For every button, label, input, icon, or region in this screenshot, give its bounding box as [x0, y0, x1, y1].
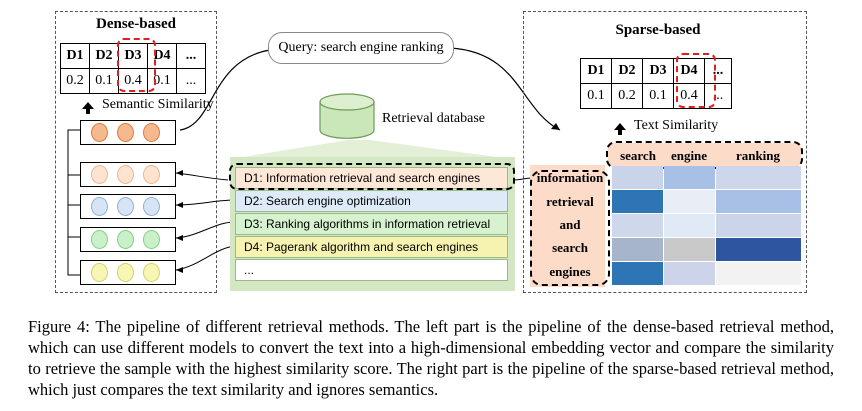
- sparse-best-highlight: [676, 53, 716, 108]
- vector-cell: [143, 165, 160, 184]
- heatmap-cell: [716, 166, 801, 189]
- embedding-d2: [80, 194, 176, 219]
- heatmap-cell: [664, 238, 715, 261]
- database-icon: [319, 93, 375, 139]
- embedding-bracket: [67, 129, 80, 276]
- embedding-d4: [80, 260, 176, 285]
- doc-term-retrieval: retrieval: [546, 194, 594, 209]
- heatmap-cell: [716, 190, 801, 213]
- heatmap-grid: [612, 166, 802, 286]
- heatmap-cell: [612, 214, 663, 237]
- heatmap-cell: [612, 166, 663, 189]
- text-similarity-text: Text Similarity: [634, 118, 719, 133]
- document-d1-highlight: [229, 163, 515, 190]
- query-term-ranking: ranking: [735, 148, 781, 163]
- heatmap-cell: [716, 262, 801, 285]
- doc-term-information: information: [536, 170, 604, 185]
- vector-cell: [143, 230, 160, 249]
- vector-cell: [117, 165, 134, 184]
- vector-cell: [117, 263, 134, 282]
- arrow-up-icon: [82, 101, 94, 114]
- dense-header-d2: D2: [89, 43, 119, 69]
- document-d3: D3: Ranking algorithms in information re…: [235, 213, 508, 235]
- sparse-header-d2: D2: [611, 58, 643, 84]
- sparse-score-d2: 0.2: [611, 83, 643, 109]
- document-d4: D4: Pagerank algorithm and search engine…: [235, 236, 508, 258]
- heatmap-cell: [612, 262, 663, 285]
- sparse-score-d1: 0.1: [580, 83, 612, 109]
- sparse-score-more: ...: [704, 83, 732, 109]
- document-d1-text: D1: Information retrieval and search eng…: [244, 171, 481, 185]
- sparse-header-d3: D3: [642, 58, 674, 84]
- embedding-query: [80, 120, 176, 145]
- dense-score-table: D1 D2 D3 D4 ... 0.2 0.1 0.4 0.1 ...: [60, 43, 206, 94]
- vector-cell: [117, 197, 134, 216]
- dense-header-d3: D3: [118, 43, 148, 69]
- query-term-search: search: [620, 148, 656, 163]
- vector-cell: [91, 123, 108, 142]
- doc-term-column: [530, 170, 610, 286]
- vector-cell: [91, 230, 108, 249]
- dense-title: Dense-based: [95, 16, 176, 32]
- document-list: D1: Information retrieval and search eng…: [230, 157, 515, 291]
- arrow-up-icon: [614, 122, 626, 135]
- connector-lines: [175, 47, 561, 273]
- sparse-score-d3: 0.1: [642, 83, 674, 109]
- heatmap-cell: [664, 166, 715, 189]
- document-d3-text: D3: Ranking algorithms in information re…: [244, 217, 491, 231]
- document-d2: D2: Search engine optimization: [235, 190, 508, 212]
- heatmap-cell: [716, 238, 801, 261]
- heatmap-cell: [664, 190, 715, 213]
- query-term-header-bg: [608, 143, 801, 167]
- heatmap-cell: [716, 214, 801, 237]
- doc-term-column-bg: [530, 165, 605, 287]
- dense-score-more: ...: [176, 68, 206, 94]
- vector-cell: [91, 197, 108, 216]
- sparse-header-d1: D1: [580, 58, 612, 84]
- semantic-similarity-label: Semantic Similarity: [82, 97, 214, 114]
- database-beam: [231, 140, 512, 159]
- dense-score-d2: 0.1: [89, 68, 119, 94]
- embedding-d3: [80, 227, 176, 252]
- database-label: Retrieval database: [382, 111, 486, 126]
- doc-term-and: and: [559, 217, 581, 232]
- sparse-panel: [523, 11, 807, 293]
- document-d4-text: D4: Pagerank algorithm and search engine…: [244, 240, 479, 254]
- text-similarity-label: Text Similarity: [614, 118, 719, 135]
- heatmap-cell: [612, 238, 663, 261]
- document-more: ...: [235, 259, 508, 281]
- embedding-d1: [80, 162, 176, 187]
- vector-cell: [143, 197, 160, 216]
- sparse-header-d4: D4: [673, 58, 705, 84]
- document-d2-text: D2: Search engine optimization: [244, 194, 411, 208]
- semantic-similarity-text: Semantic Similarity: [102, 97, 214, 112]
- heatmap-cell: [664, 214, 715, 237]
- dense-panel: [55, 11, 217, 293]
- term-matrix: search engine ranking information retrie…: [528, 140, 804, 290]
- dense-header-more: ...: [176, 43, 206, 69]
- doc-term-search: search: [552, 240, 588, 255]
- vector-cell: [91, 165, 108, 184]
- vector-cell: [91, 263, 108, 282]
- query-box: Query: search engine ranking: [268, 32, 454, 64]
- sparse-score-table: D1 D2 D3 D4 ... 0.1 0.2 0.1 0.4 ...: [580, 58, 732, 109]
- figure-caption: Figure 4: The pipeline of different retr…: [28, 317, 834, 399]
- document-d1: D1: Information retrieval and search eng…: [235, 167, 508, 189]
- heatmap-cell: [612, 190, 663, 213]
- vector-cell: [143, 123, 160, 142]
- vector-cell: [143, 263, 160, 282]
- vector-cell: [117, 123, 134, 142]
- vector-cell: [117, 230, 134, 249]
- doc-term-engines: engines: [549, 264, 591, 279]
- document-more-text: ...: [244, 263, 255, 277]
- dense-best-highlight: [117, 38, 156, 92]
- query-term-engine: engine: [670, 148, 708, 163]
- sparse-title: Sparse-based: [615, 22, 701, 38]
- dense-header-d1: D1: [60, 43, 90, 69]
- heatmap-cell: [664, 262, 715, 285]
- dense-score-d1: 0.2: [60, 68, 90, 94]
